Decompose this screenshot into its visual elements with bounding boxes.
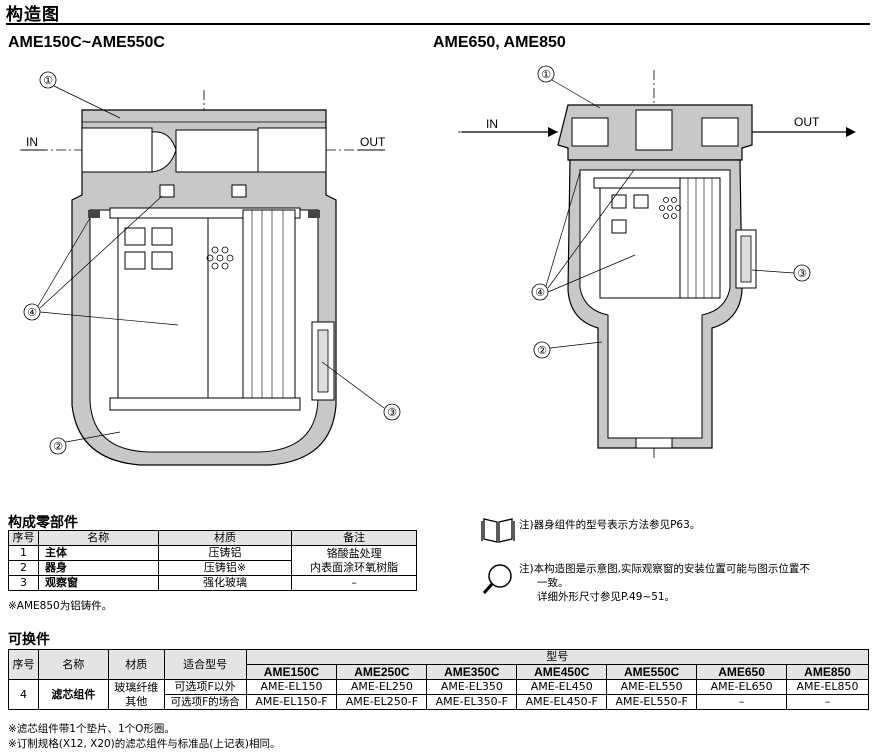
filter-bottom-plate xyxy=(109,397,301,411)
table-header-row: 序号 名称 材质 适合型号 型号 xyxy=(8,649,870,680)
search-note-line-1: 注)本构造图是示意图,实际观察窗的安装位置可能与图示位置不 xyxy=(519,563,810,575)
search-note-line-3: 详细外形尺寸参见P.49~51。 xyxy=(537,591,676,603)
replace-footnote-1: ※滤芯组件带1个垫片、1个O形圈。 xyxy=(8,723,175,735)
model-header: AME450C xyxy=(516,664,608,680)
cell-part-number: AME-EL150 xyxy=(245,679,338,695)
cell-no: 4 xyxy=(8,679,39,710)
table-row: 3 观察窗 强化玻璃 – xyxy=(8,575,417,591)
right-in-label: IN xyxy=(486,117,498,131)
cell-part-number: – xyxy=(696,694,788,710)
gasket-right xyxy=(308,210,320,218)
cell-material: 压铸铝 xyxy=(157,545,293,561)
replacement-table: 序号 名称 材质 适合型号 型号 AME150C AME250C AME350C… xyxy=(8,649,870,710)
left-out-label: OUT xyxy=(360,135,386,149)
book-icon xyxy=(481,518,515,543)
replace-section-title: 可换件 xyxy=(8,632,50,648)
parts-footnote: ※AME850为铝铸件。 xyxy=(8,600,113,612)
cell-name: 主体 xyxy=(37,545,159,561)
cell-part-number: – xyxy=(786,694,869,710)
model-header: AME350C xyxy=(426,664,518,680)
right-out-label: OUT xyxy=(794,115,820,129)
cell-note-merged: 铬酸盐处理 内表面涂环氧树脂 xyxy=(291,545,417,576)
cell-material: 玻璃纤维 其他 xyxy=(107,679,165,710)
outlet-port xyxy=(257,127,327,173)
right-callout-1: ① xyxy=(541,68,551,81)
cell-part-number: AME-EL350 xyxy=(426,679,518,695)
magnifier-icon xyxy=(482,564,512,594)
page-title: 构造图 xyxy=(6,5,60,25)
col-header-material: 材质 xyxy=(107,649,165,680)
table-row: 4 滤芯组件 玻璃纤维 其他 可选项F以外 AME-EL150 AME-EL25… xyxy=(8,679,869,710)
model-header: AME250C xyxy=(336,664,428,680)
table-row: 1 主体 压铸铝 铬酸盐处理 内表面涂环氧树脂 xyxy=(8,545,417,576)
col-header-note: 备注 xyxy=(291,530,417,546)
material-line-1: 玻璃纤维 xyxy=(114,680,159,694)
left-callout-4: ④ xyxy=(27,306,37,319)
replace-footnote-2: ※订制规格(X12, X20)的滤芯组件与标准品(上记表)相同。 xyxy=(8,738,281,750)
left-in-label: IN xyxy=(26,135,38,149)
right-callout-3: ③ xyxy=(797,267,807,280)
right-structure-diagram: IN OUT ① ② ③ ④ xyxy=(458,65,856,460)
note-line-2: 内表面涂环氧树脂 xyxy=(310,560,399,574)
search-note: 注)本构造图是示意图,实际观察窗的安装位置可能与图示位置不 一致。 详细外形尺寸… xyxy=(481,562,810,603)
cell-note: – xyxy=(291,575,417,591)
cell-no: 3 xyxy=(8,575,39,591)
model-header: AME550C xyxy=(606,664,698,680)
col-header-material: 材质 xyxy=(157,530,293,546)
cell-material: 强化玻璃 xyxy=(157,575,293,591)
cell-name: 器身 xyxy=(37,560,159,576)
material-line-2: 其他 xyxy=(125,694,148,708)
model-header: AME650 xyxy=(696,664,788,680)
left-callout-3: ③ xyxy=(387,406,397,419)
col-header-name: 名称 xyxy=(37,530,159,546)
gasket-left xyxy=(88,210,100,218)
table-row: 可选项F的场合 AME-EL150-F AME-EL250-F AME-EL35… xyxy=(9,694,869,710)
col-header-name: 名称 xyxy=(37,649,109,680)
filter-media xyxy=(242,209,296,401)
cell-part-number: AME-EL350-F xyxy=(426,694,518,710)
title-underline xyxy=(6,23,870,25)
model-header: AME850 xyxy=(786,664,869,680)
cell-part-number: AME-EL250 xyxy=(336,679,428,695)
cell-name: 观察窗 xyxy=(37,575,159,591)
cell-no: 2 xyxy=(8,560,39,576)
left-diagram-title: AME150C~AME550C xyxy=(8,34,165,51)
right-callout-2: ② xyxy=(537,344,547,357)
inlet-port xyxy=(81,127,153,173)
left-structure-diagram: IN OUT ① ② ③ ④ xyxy=(20,71,401,466)
cell-part-number: AME-EL150-F xyxy=(245,694,338,710)
note-line-1: 铬酸盐处理 xyxy=(326,546,382,560)
col-header-fit: 适合型号 xyxy=(163,649,247,680)
cell-part-number: AME-EL550 xyxy=(606,679,698,695)
cell-part-number: AME-EL250-F xyxy=(336,694,428,710)
right-callout-4: ④ xyxy=(535,286,545,299)
col-header-model-group: 型号 xyxy=(245,649,870,665)
cell-fit: 可选项F的场合 xyxy=(163,694,247,710)
cell-part-number: AME-EL450-F xyxy=(516,694,608,710)
book-note-text: 注)器身组件的型号表示方法参见P63。 xyxy=(519,519,701,531)
book-note: 注)器身组件的型号表示方法参见P63。 xyxy=(481,514,700,548)
cell-part-number: AME-EL450 xyxy=(516,679,608,695)
model-header: AME150C xyxy=(245,664,338,680)
search-note-line-2: 一致。 xyxy=(537,577,569,589)
col-header-no: 序号 xyxy=(8,649,39,680)
cell-part-number: AME-EL550-F xyxy=(606,694,698,710)
table-header-row: AME150C AME250C AME350C AME450C AME550C … xyxy=(9,664,869,680)
cell-part-number: AME-EL850 xyxy=(786,679,869,695)
col-header-no: 序号 xyxy=(8,530,39,546)
table-header-row: 序号 名称 材质 备注 xyxy=(8,530,417,546)
right-diagram-title: AME650, AME850 xyxy=(433,34,566,51)
cell-name: 滤芯组件 xyxy=(37,679,109,710)
parts-section-title: 构成零部件 xyxy=(8,515,78,531)
cell-no: 1 xyxy=(8,545,39,561)
cell-fit: 可选项F以外 xyxy=(163,679,247,695)
parts-table: 序号 名称 材质 备注 1 主体 压铸铝 铬酸盐处理 内表面涂环氧树脂 2 器身… xyxy=(8,530,417,591)
cell-material: 压铸铝※ xyxy=(157,560,293,576)
left-callout-1: ① xyxy=(43,74,53,87)
left-callout-2: ② xyxy=(53,440,63,453)
search-note-text: 注)本构造图是示意图,实际观察窗的安装位置可能与图示位置不 一致。 详细外形尺寸… xyxy=(519,562,859,604)
cell-part-number: AME-EL650 xyxy=(696,679,788,695)
